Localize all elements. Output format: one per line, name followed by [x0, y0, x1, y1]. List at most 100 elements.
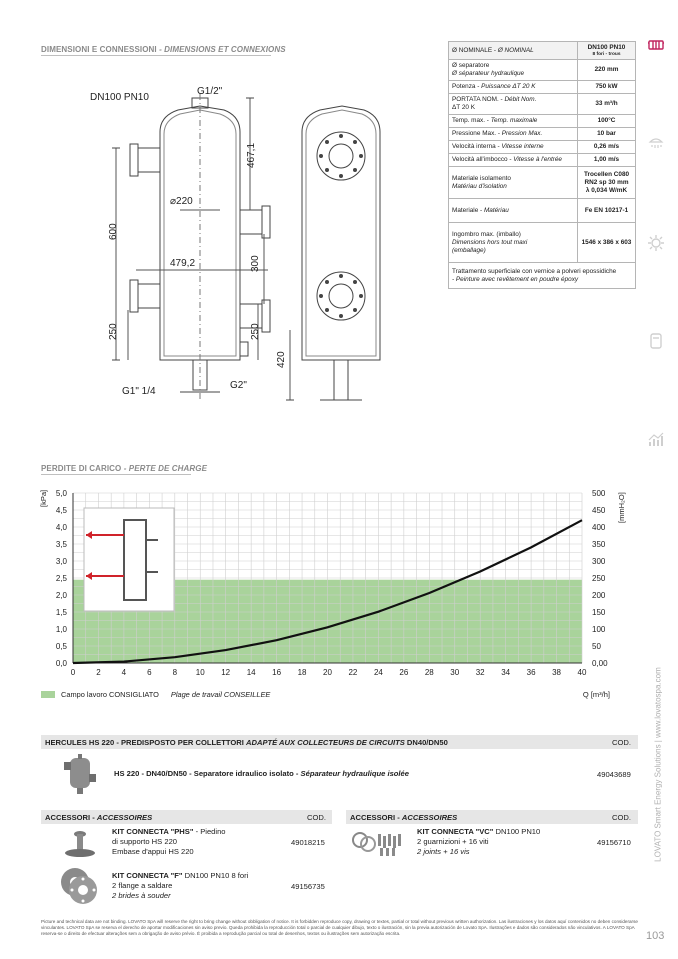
y-left-tick-label: 2,0: [56, 591, 68, 600]
product-header-it: HERCULES HS 220 - PREDISPOSTO PER COLLET…: [45, 738, 246, 747]
product-code: 49043689: [597, 770, 631, 779]
acc-right-header-it: ACCESSORI -: [350, 813, 402, 822]
label-dn100: DN100 PN10: [90, 92, 149, 103]
spec-cell-label: Materiale - Matériau: [448, 198, 578, 223]
separator-drawing: [112, 94, 381, 401]
y-right-tick-label: 250: [592, 574, 606, 583]
inset-nozzles: [146, 539, 158, 573]
x-tick-label: 12: [221, 668, 230, 677]
spec-row-value: 750 kW: [577, 80, 636, 94]
gasket-screws-image: [352, 832, 401, 856]
acc-f-code: 49156735: [291, 882, 325, 891]
spec-row: Velocità interna - Vitesse interne 0,26 …: [448, 140, 636, 154]
product-header-fr: ADAPTÉ AUX COLLECTEURS DE CIRCUITS: [246, 738, 405, 747]
label-d220: ⌀220: [170, 196, 193, 207]
y-left-tick-label: 0,0: [56, 659, 68, 668]
spec-ing-fr2: (emballage): [452, 246, 486, 254]
spec-row-fr: Vitesse à l'entrée: [513, 156, 562, 163]
spec-head-label-it: Ø NOMINALE -: [452, 46, 498, 54]
spec-iso-v2: RN2 sp 30 mm: [584, 178, 629, 186]
label-4792: 479,2: [170, 258, 196, 269]
product-name: HS 220 - DN40/DN50 - Separatore idraulic…: [114, 769, 409, 779]
x-tick-label: 40: [578, 668, 587, 677]
gear-icon[interactable]: [647, 234, 665, 252]
shower-icon[interactable]: [647, 136, 665, 154]
spec-row-treatment: Trattamento superficiale con vernice a p…: [448, 262, 636, 289]
acc-f-text: KIT CONNECTA "F" DN100 PN10 8 fori 2 fla…: [112, 871, 248, 901]
acc-left-cod: COD.: [307, 813, 326, 822]
spec-row-it: Temp. max. -: [452, 117, 491, 124]
spec-row: Pressione Max. - Pression Max. 10 bar: [448, 127, 636, 141]
spec-row-value: 33 m³/h: [577, 93, 636, 115]
acc-vc-text: KIT CONNECTA "VC" DN100 PN10 2 guarnizio…: [417, 827, 540, 857]
spec-head-value-sub: 8 fori - trous: [592, 52, 621, 57]
radiator-icon[interactable]: [647, 38, 665, 56]
chart-icon[interactable]: [647, 430, 665, 448]
y-left-tick-label: 3,0: [56, 557, 68, 566]
x-tick-label: 32: [476, 668, 485, 677]
spec-head-label: Ø NOMINALE - Ø NOMINAL: [448, 41, 578, 60]
vertical-brand: LOVATO Smart Energy Solutions | www.lova…: [648, 640, 668, 910]
spec-cell-label: Pressione Max. - Pression Max.: [448, 127, 578, 141]
acc-phs-title-rest: - Piedino: [193, 827, 226, 836]
x-tick-label: 38: [552, 668, 561, 677]
inset-separator: [123, 519, 147, 601]
acc-right-header: ACCESSORI - ACCESSOIRES: [346, 810, 638, 824]
dimensions-title-rule: [41, 55, 271, 56]
product-name-fr: Séparateur hydraulique isolée: [300, 769, 409, 778]
x-tick-label: 6: [147, 668, 152, 677]
spec-row-it: Ø separatore: [452, 62, 490, 69]
label-g2: G2": [230, 380, 247, 391]
spec-mat-fr: Matériau: [483, 206, 509, 214]
acc-vc-line2: 2 guarnizioni + 16 viti: [417, 837, 489, 846]
spec-row-it: Potenza -: [452, 83, 482, 90]
y-right-tick-label: 0,00: [592, 659, 608, 668]
spec-mat-value: Fe EN 10217-1: [577, 198, 636, 223]
y-right-tick-label: 200: [592, 591, 606, 600]
spec-row-it2: ΔT 20 K: [452, 104, 475, 111]
y-right-tick-label: 400: [592, 523, 606, 532]
y-right-tick-label: 350: [592, 540, 606, 549]
spec-row-value: 10 bar: [577, 127, 636, 141]
spec-cell-label: Potenza - Puissance ΔT 20 K: [448, 80, 578, 94]
disclaimer-footnote: Picture and technical data are not bindi…: [41, 919, 638, 937]
right-rail: [641, 30, 671, 930]
spec-iso-it: Materiale isolamento: [452, 174, 511, 182]
y-right-tick-label: 300: [592, 557, 606, 566]
spec-row-material: Materiale - Matériau Fe EN 10217-1: [448, 198, 636, 223]
separator-product-image: [64, 754, 96, 794]
y-left-axis-label: [kPa]: [39, 490, 48, 507]
acc-vc-title-rest: DN100 PN10: [493, 827, 541, 836]
label-g114: G1" 1/4: [122, 386, 156, 397]
acc-f-line2: 2 flange a saldare: [112, 881, 173, 890]
spec-row-fr: Débit Nom.: [504, 96, 537, 103]
spec-row-value: 100°C: [577, 114, 636, 128]
legend-label-fr: Plage de travail CONSEILLEE: [170, 690, 271, 699]
acc-f-title-rest: DN100 PN10 8 fori: [182, 871, 249, 880]
inset-arrowhead-out: [86, 572, 92, 580]
spec-row-fr: Pression Max.: [501, 130, 543, 137]
x-tick-label: 36: [527, 668, 536, 677]
y-left-tick-label: 1,0: [56, 625, 68, 634]
y-left-tick-label: 4,0: [56, 523, 68, 532]
spec-treatment: Trattamento superficiale con vernice a p…: [448, 262, 636, 289]
label-250a: 250: [108, 323, 119, 340]
acc-vc-title: KIT CONNECTA "VC": [417, 827, 494, 836]
y-left-tick-label: 0,5: [56, 642, 68, 651]
product-cod-header: COD.: [612, 738, 631, 747]
spec-cell-label: Velocità interna - Vitesse interne: [448, 140, 578, 154]
y-right-tick-label: 100: [592, 625, 606, 634]
acc-left-header: ACCESSORI - ACCESSOIRES: [41, 810, 332, 824]
label-250b: 250: [250, 323, 261, 340]
x-tick-label: 0: [71, 668, 76, 677]
dimensions-section-title: DIMENSIONI E CONNESSIONI - DIMENSIONS ET…: [41, 45, 286, 54]
boiler-icon[interactable]: [647, 332, 665, 350]
x-tick-label: 10: [196, 668, 205, 677]
spec-ing-fr1: Dimensions hors tout maxi: [452, 238, 528, 246]
